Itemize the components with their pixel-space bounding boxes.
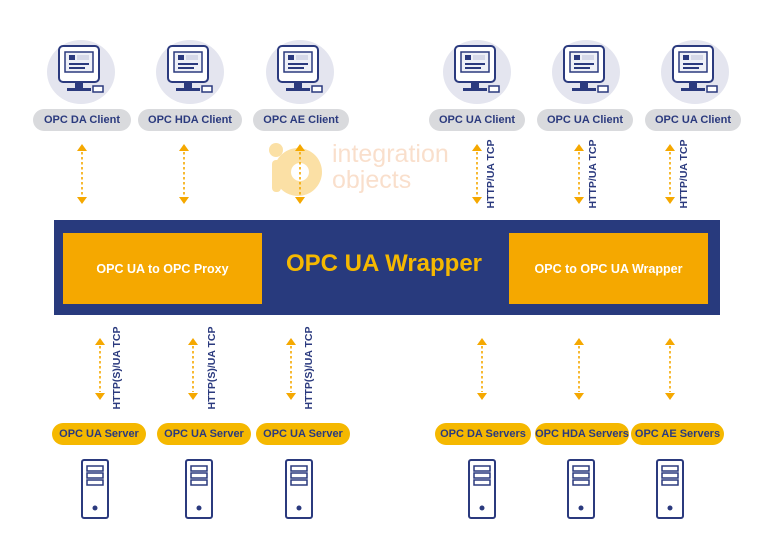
server-tower-icon (81, 459, 109, 519)
bidirectional-arrow-icon (477, 338, 487, 400)
logo-text-line2: objects (332, 166, 412, 194)
client-label: OPC HDA Client (138, 109, 242, 131)
protocol-label: HTTP/UA TCP (678, 139, 690, 209)
server-label: OPC UA Server (256, 423, 350, 445)
protocol-label: HTTP(S)/UA TCP (303, 326, 315, 410)
server-label: OPC HDA Servers (535, 423, 629, 445)
proxy-box: OPC UA to OPC Proxy (63, 233, 262, 304)
computer-icon (156, 40, 224, 104)
client-label: OPC UA Client (645, 109, 741, 131)
wrapper-box: OPC to OPC UA Wrapper (509, 233, 708, 304)
bidirectional-arrow-icon (472, 144, 482, 204)
server-label: OPC AE Servers (631, 423, 724, 445)
server-label: OPC UA Server (52, 423, 146, 445)
bidirectional-arrow-icon (179, 144, 189, 204)
wrapper-title: OPC UA Wrapper (285, 250, 483, 277)
bidirectional-arrow-icon (295, 144, 305, 204)
bidirectional-arrow-icon (574, 338, 584, 400)
client-label: OPC UA Client (429, 109, 525, 131)
computer-icon (661, 40, 729, 104)
computer-icon (552, 40, 620, 104)
server-tower-icon (656, 459, 684, 519)
protocol-label: HTTP/UA TCP (587, 139, 599, 209)
logo-text-line1: integration (332, 140, 449, 168)
bidirectional-arrow-icon (574, 144, 584, 204)
computer-icon (443, 40, 511, 104)
server-tower-icon (185, 459, 213, 519)
server-label: OPC UA Server (157, 423, 251, 445)
protocol-label: HTTP(S)/UA TCP (206, 326, 218, 410)
computer-icon (47, 40, 115, 104)
bidirectional-arrow-icon (188, 338, 198, 400)
client-label: OPC UA Client (537, 109, 633, 131)
server-tower-icon (567, 459, 595, 519)
server-label: OPC DA Servers (435, 423, 531, 445)
server-tower-icon (468, 459, 496, 519)
bidirectional-arrow-icon (77, 144, 87, 204)
client-label: OPC DA Client (33, 109, 131, 131)
computer-icon (266, 40, 334, 104)
protocol-label: HTTP(S)/UA TCP (111, 326, 123, 410)
bidirectional-arrow-icon (95, 338, 105, 400)
bidirectional-arrow-icon (665, 144, 675, 204)
server-tower-icon (285, 459, 313, 519)
bidirectional-arrow-icon (665, 338, 675, 400)
client-label: OPC AE Client (253, 109, 349, 131)
bidirectional-arrow-icon (286, 338, 296, 400)
protocol-label: HTTP/UA TCP (485, 139, 497, 209)
